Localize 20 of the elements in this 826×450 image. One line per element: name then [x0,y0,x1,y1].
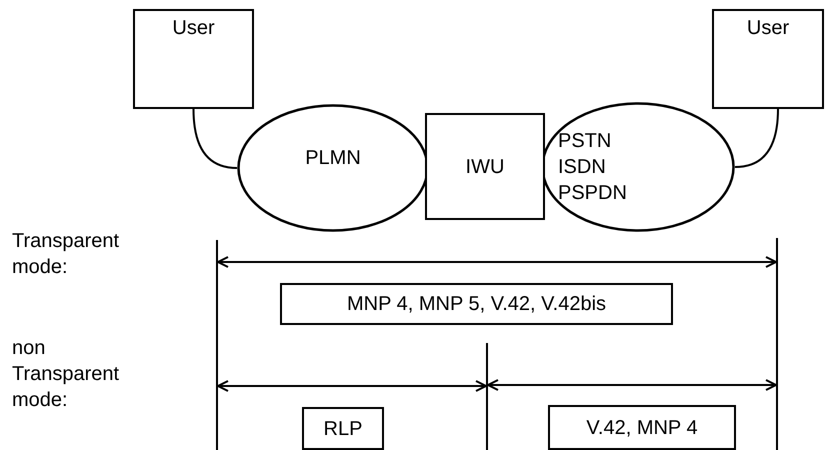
mode-label: non Transparent mode: [12,336,120,413]
protocol-box [548,405,736,450]
user-box [133,9,254,109]
interworking-box [425,113,545,220]
protocol-box [280,283,673,325]
node-text: PSPDN [558,181,627,206]
node-text: MNP 4, MNP 5, V.42, V.42bis [346,292,606,317]
protocol-box [302,407,384,450]
connector-line [192,108,238,169]
node-text: User [172,16,215,41]
user-box [712,9,824,109]
node-text: User [746,16,790,41]
connector-line [734,108,779,168]
node-text: PSTN [558,129,612,154]
mode-label: Transparent mode: [12,229,120,280]
node-text: ISDN [558,155,606,180]
node-text: PLMN [305,146,361,171]
node-text: V.42, MNP 4 [586,416,698,440]
node-text: RLP [324,416,362,442]
node-text: IWU [466,154,504,180]
